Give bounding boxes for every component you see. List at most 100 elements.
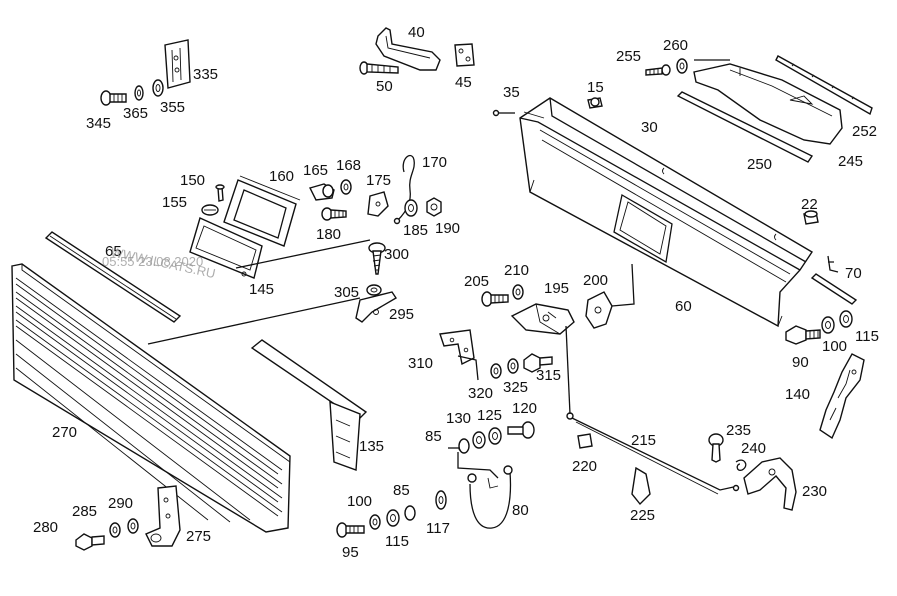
callout-245: 245	[838, 153, 863, 170]
callout-130: 130	[446, 410, 471, 427]
part-355-washer	[152, 79, 164, 97]
callout-85: 85	[425, 428, 442, 445]
callout-270: 270	[52, 424, 77, 441]
part-320-washer	[490, 363, 502, 379]
callout-295: 295	[389, 306, 414, 323]
callout-220: 220	[572, 458, 597, 475]
callout-65: 65	[105, 243, 122, 260]
callout-155: 155	[162, 194, 187, 211]
part-305-nut	[366, 284, 382, 296]
callout-250: 250	[747, 156, 772, 173]
part-220-clip	[577, 433, 593, 449]
callout-290: 290	[108, 495, 133, 512]
callout-345: 345	[86, 115, 111, 132]
part-252-strip	[775, 55, 873, 116]
callout-50: 50	[376, 78, 393, 95]
callout-125: 125	[477, 407, 502, 424]
part-240-spring	[735, 459, 747, 471]
part-290-washer-a	[109, 522, 121, 538]
callout-260: 260	[663, 37, 688, 54]
callout-150: 150	[180, 172, 205, 189]
callout-40: 40	[408, 24, 425, 41]
part-115-washer-bottom	[386, 509, 400, 527]
part-210-washer	[512, 284, 524, 300]
part-185-washer	[404, 199, 418, 217]
callout-145: 145	[249, 281, 274, 298]
part-45-plate	[454, 43, 475, 67]
callout-335: 335	[193, 66, 218, 83]
part-35-pin	[492, 109, 515, 117]
part-275-hinge-bracket	[145, 485, 181, 547]
callout-90: 90	[792, 354, 809, 371]
callout-165: 165	[303, 162, 328, 179]
callout-255: 255	[616, 48, 641, 65]
callout-355: 355	[160, 99, 185, 116]
callout-115: 115	[855, 328, 879, 345]
part-135-strip	[250, 339, 368, 471]
callout-180: 180	[316, 226, 341, 243]
callout-85: 85	[393, 482, 410, 499]
callout-320: 320	[468, 385, 493, 402]
callout-135: 135	[359, 438, 384, 455]
part-40-handle	[375, 27, 441, 71]
part-190-nut	[426, 197, 442, 217]
callout-215: 215	[631, 432, 656, 449]
callout-185: 185	[403, 222, 428, 239]
part-30-tailgate-panel	[519, 97, 813, 328]
part-285-bolt	[75, 533, 105, 551]
part-100-washer-right	[821, 316, 835, 334]
callout-230: 230	[802, 483, 827, 500]
part-140-hinge	[819, 353, 865, 440]
callout-115: 115	[385, 533, 409, 550]
part-315-bolt	[523, 353, 553, 373]
part-255-screw	[645, 64, 671, 76]
watermark-stamp: 05:55 23.08.2020	[102, 254, 203, 269]
part-295-clip	[355, 291, 397, 323]
callout-205: 205	[464, 273, 489, 290]
part-230-handle	[732, 457, 797, 511]
part-205-screw	[481, 291, 509, 307]
callout-22: 22	[801, 196, 818, 213]
callout-80: 80	[512, 502, 529, 519]
part-100-washer-bottom	[369, 514, 381, 530]
callout-170: 170	[422, 154, 447, 171]
callout-310: 310	[408, 355, 433, 372]
part-150-screw	[215, 184, 225, 202]
leader-lines	[147, 59, 730, 479]
callout-120: 120	[512, 400, 537, 417]
callout-280: 280	[33, 519, 58, 536]
part-195-lock	[510, 303, 575, 335]
part-290-washer-b	[127, 518, 139, 534]
part-260-washer	[676, 58, 688, 74]
part-270-grille	[11, 263, 291, 533]
part-325-washer	[507, 358, 519, 374]
part-125-washer	[472, 431, 486, 449]
callout-200: 200	[583, 272, 608, 289]
part-160-lamp-frame	[223, 175, 301, 247]
part-120-bolt	[507, 421, 535, 439]
part-180-screw	[321, 207, 347, 221]
part-200-latch	[585, 291, 613, 329]
callout-168: 168	[336, 157, 361, 174]
callout-315: 315	[536, 367, 561, 384]
callout-210: 210	[504, 262, 529, 279]
part-65-strip	[44, 231, 182, 323]
callout-305: 305	[334, 284, 359, 301]
part-90-bolt	[785, 325, 821, 345]
callout-252: 252	[852, 123, 877, 140]
callout-275: 275	[186, 528, 211, 545]
callout-15: 15	[587, 79, 604, 96]
part-70-clip	[810, 255, 858, 305]
part-130-bushing	[458, 438, 470, 454]
part-250-strip	[676, 91, 814, 163]
part-365-washer	[134, 85, 144, 101]
callout-95: 95	[342, 544, 359, 561]
part-22-plug	[803, 210, 819, 225]
callout-225: 225	[630, 507, 655, 524]
callout-60: 60	[675, 298, 692, 315]
callout-195: 195	[544, 280, 569, 297]
callout-117: 117	[426, 520, 450, 537]
